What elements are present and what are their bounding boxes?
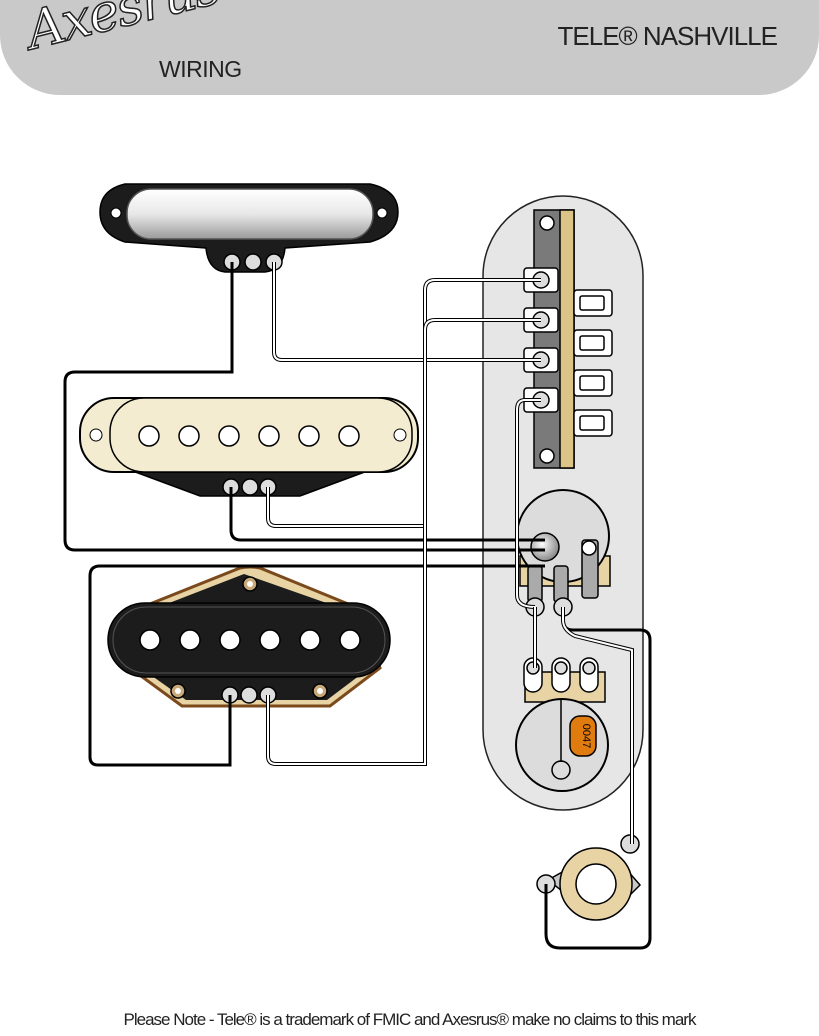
volume-pot (516, 489, 611, 617)
capacitor-label: 0047 (580, 724, 592, 748)
page-title: TELE® NASHVILLE (557, 21, 778, 51)
capacitor (569, 715, 597, 757)
bridge-pickup (107, 565, 391, 708)
tone-pot: 0047 (515, 657, 609, 792)
header-banner: Axesrus WIRING TELE® NASHVILLE (0, 0, 819, 95)
middle-pickup (79, 397, 419, 497)
footer-note: Please Note - Tele® is a trademark of FM… (123, 1010, 697, 1029)
neck-pickup (99, 183, 399, 273)
output-jack (536, 834, 642, 921)
logo-subtitle: WIRING (159, 56, 242, 82)
white-wires (266, 262, 634, 844)
selector-switch (523, 209, 613, 469)
